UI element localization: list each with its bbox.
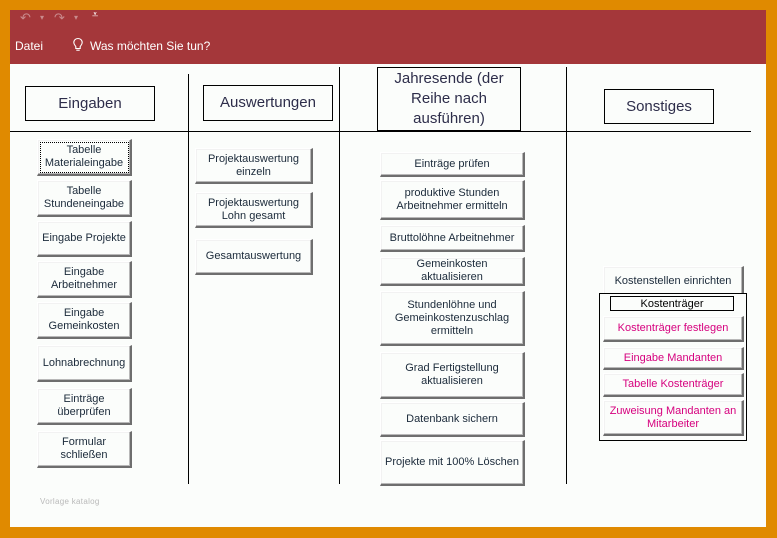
produktive-stunden-button[interactable]: produktive Stunden Arbeitnehmer ermittel… [380,180,525,220]
window-frame: ↶ ▾ ↷ ▾ ⩡ Datei Was möchten Sie tun? Ein… [10,9,766,527]
datenbank-sichern-button[interactable]: Datenbank sichern [380,402,525,437]
customize-qat-icon[interactable]: ⩡ [92,9,99,21]
projektauswertung-einzeln-button[interactable]: Projektauswertung einzeln [195,148,313,184]
undo-dropdown-icon[interactable]: ▾ [40,13,45,22]
eingabe-gemeinkosten-button[interactable]: Eingabe Gemeinkosten [37,302,132,339]
header-jahresende: Jahresende (der Reihe nach ausführen) [377,67,521,131]
lohnabrechnung-button[interactable]: Lohnabrechnung [37,345,132,382]
lightbulb-icon [73,37,83,51]
tabelle-materialeingabe-button[interactable]: Tabelle Materialeingabe [37,139,132,176]
column-divider [188,74,189,484]
header-eingaben: Eingaben [25,86,155,121]
kostentraeger-title: Kostenträger [610,296,734,311]
projekte-loeschen-button[interactable]: Projekte mit 100% Löschen [380,440,525,486]
redo-icon[interactable]: ↷ [54,10,65,25]
footer-watermark: Vorlage katalog [40,497,100,506]
kostenstellen-einrichten-button[interactable]: Kostenstellen einrichten [603,266,744,298]
eintraege-pruefen-button[interactable]: Einträge prüfen [380,152,525,177]
bruttoloehne-button[interactable]: Bruttolöhne Arbeitnehmer [380,225,525,252]
formular-schliessen-button[interactable]: Formular schließen [37,431,132,468]
zuweisung-mandanten-button[interactable]: Zuweisung Mandanten an Mitarbeiter [603,400,744,436]
gemeinkosten-aktualisieren-button[interactable]: Gemeinkosten aktualisieren [380,257,525,286]
undo-icon[interactable]: ↶ [20,10,31,25]
header-sonstiges: Sonstiges [604,89,714,124]
tab-file[interactable]: Datei [15,39,44,53]
redo-dropdown-icon[interactable]: ▾ [74,13,79,22]
main-menu-form: Eingaben Auswertungen Jahresende (der Re… [10,64,766,527]
kostentraeger-group: Kostenträger Kostenträger festlegen Eing… [599,293,747,441]
eingabe-arbeitnehmer-button[interactable]: Eingabe Arbeitnehmer [37,261,132,298]
header-auswertungen: Auswertungen [203,85,333,121]
column-divider [566,67,567,484]
gesamtauswertung-button[interactable]: Gesamtauswertung [195,239,313,275]
tell-me-search[interactable]: Was möchten Sie tun? [90,39,211,53]
stundenloehne-gemeinkostenzuschlag-button[interactable]: Stundenlöhne und Gemeinkostenzuschlag er… [380,291,525,346]
kostentraeger-festlegen-button[interactable]: Kostenträger festlegen [603,316,744,342]
header-divider [10,131,751,132]
eingabe-projekte-button[interactable]: Eingabe Projekte [37,221,132,257]
projektauswertung-lohn-gesamt-button[interactable]: Projektauswertung Lohn gesamt [195,192,313,228]
column-divider [339,67,340,484]
tabelle-kostentraeger-button[interactable]: Tabelle Kostenträger [603,373,744,397]
tabelle-stundeneingabe-button[interactable]: Tabelle Stundeneingabe [37,180,132,217]
eintraege-ueberpruefen-button[interactable]: Einträge überprüfen [37,388,132,425]
ribbon: ↶ ▾ ↷ ▾ ⩡ Datei Was möchten Sie tun? [10,9,766,64]
grad-fertigstellung-button[interactable]: Grad Fertigstellung aktualisieren [380,352,525,399]
eingabe-mandanten-button[interactable]: Eingabe Mandanten [603,347,744,370]
